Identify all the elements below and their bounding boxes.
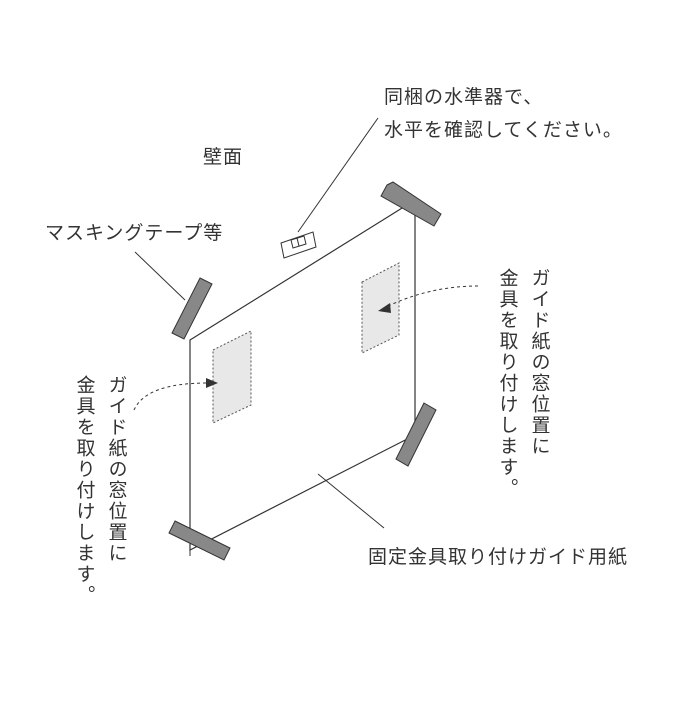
guide-paper-label: 固定金具取り付けガイド用紙 xyxy=(368,546,629,568)
leader-tape xyxy=(134,251,186,301)
window-note-right-col1: ガイド紙の窓位置に xyxy=(528,268,551,457)
window-note-right-col2: 金具を取り付けします。 xyxy=(496,268,519,499)
tape-bottom-right xyxy=(395,402,437,467)
arrow-right-window xyxy=(378,285,479,313)
level-instruction-line1: 同梱の水準器で、 xyxy=(384,86,544,108)
window-note-left-col2: 金具を取り付けします。 xyxy=(73,375,96,606)
level-instruction-line2: 水平を確認してください。 xyxy=(384,119,623,141)
window-note-left-col1: ガイド紙の窓位置に xyxy=(105,375,128,564)
window-left xyxy=(212,330,252,424)
masking-tape-label: マスキングテープ等 xyxy=(45,222,224,244)
arrow-left-window xyxy=(133,378,218,411)
tape-top-right xyxy=(380,181,442,227)
wall-label: 壁面 xyxy=(203,146,244,168)
leader-level xyxy=(297,117,379,233)
spirit-level-icon xyxy=(280,231,317,259)
tape-top-left xyxy=(171,277,213,340)
tape-bottom-left xyxy=(168,520,231,561)
leader-guide-paper xyxy=(317,473,385,529)
window-right xyxy=(361,262,400,354)
